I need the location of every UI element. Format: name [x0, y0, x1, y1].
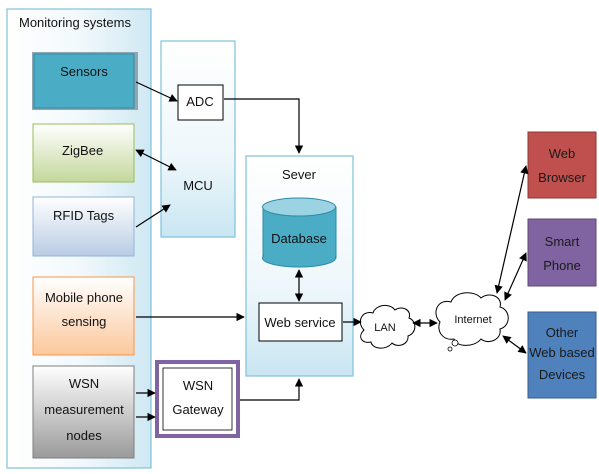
- arrow-rfid-mcu: [135, 204, 171, 228]
- monitoring-systems-title: Monitoring systems: [19, 15, 131, 30]
- database-label: Database: [271, 231, 327, 246]
- adc-label: ADC: [186, 94, 213, 109]
- web-browser-box: Web Browser: [527, 131, 597, 199]
- arrow-internet-phone: [504, 252, 527, 301]
- sensors-label: Sensors: [60, 64, 108, 79]
- web-service-label: Web service: [264, 315, 335, 330]
- arrow-gateway-server: [240, 378, 304, 401]
- adc-box: ADC: [177, 84, 224, 121]
- wsn-nodes-line1: WSN: [69, 376, 99, 391]
- arrow-internet-devices: [502, 335, 527, 354]
- arrow-zigbee-mcu: [135, 149, 177, 171]
- smart-phone-box: Smart Phone: [527, 218, 597, 287]
- lan-label: LAN: [374, 322, 395, 334]
- wsn-gateway-box: WSN Gateway: [155, 360, 240, 438]
- arrow-internet-browser: [494, 165, 529, 294]
- web-browser-line2: Browser: [538, 170, 586, 185]
- wsn-measurement-nodes-box: WSN measurement nodes: [32, 365, 135, 459]
- arrow-sensors-adc: [135, 81, 178, 102]
- smart-phone-line1: Smart: [545, 234, 580, 249]
- other-devices-line2: Web based: [529, 345, 595, 360]
- mcu-label: MCU: [183, 178, 213, 193]
- wsn-nodes-line3: nodes: [66, 428, 102, 443]
- internet-cloud: Internet: [435, 292, 509, 352]
- other-devices-line1: Other: [546, 325, 579, 340]
- rfid-tags-box: RFID Tags: [32, 196, 135, 257]
- zigbee-label: ZigBee: [62, 143, 103, 158]
- zigbee-box: ZigBee: [32, 123, 135, 183]
- rfid-tags-label: RFID Tags: [53, 208, 115, 223]
- wsn-gateway-line2: Gateway: [172, 402, 224, 417]
- wsn-nodes-line2: measurement: [44, 402, 124, 417]
- mcu-panel: MCU: [160, 40, 236, 238]
- lan-cloud: LAN: [359, 305, 416, 349]
- smart-phone-line2: Phone: [543, 258, 581, 273]
- database-cylinder: Database: [262, 197, 337, 268]
- connectors: [135, 81, 529, 422]
- web-browser-line1: Web: [549, 146, 576, 161]
- web-service-box: Web service: [258, 302, 343, 342]
- mobile-label-line2: sensing: [62, 314, 107, 329]
- mobile-label-line1: Mobile phone: [45, 290, 123, 305]
- mobile-phone-sensing-box: Mobile phone sensing: [32, 276, 135, 356]
- wsn-gateway-line1: WSN: [183, 378, 213, 393]
- internet-label: Internet: [454, 314, 491, 326]
- arrow-adc-server: [224, 98, 304, 154]
- server-label: Sever: [282, 167, 317, 182]
- other-devices-box: Other Web based Devices: [527, 311, 597, 399]
- other-devices-line3: Devices: [539, 367, 586, 382]
- sensors-box: Sensors: [32, 52, 138, 110]
